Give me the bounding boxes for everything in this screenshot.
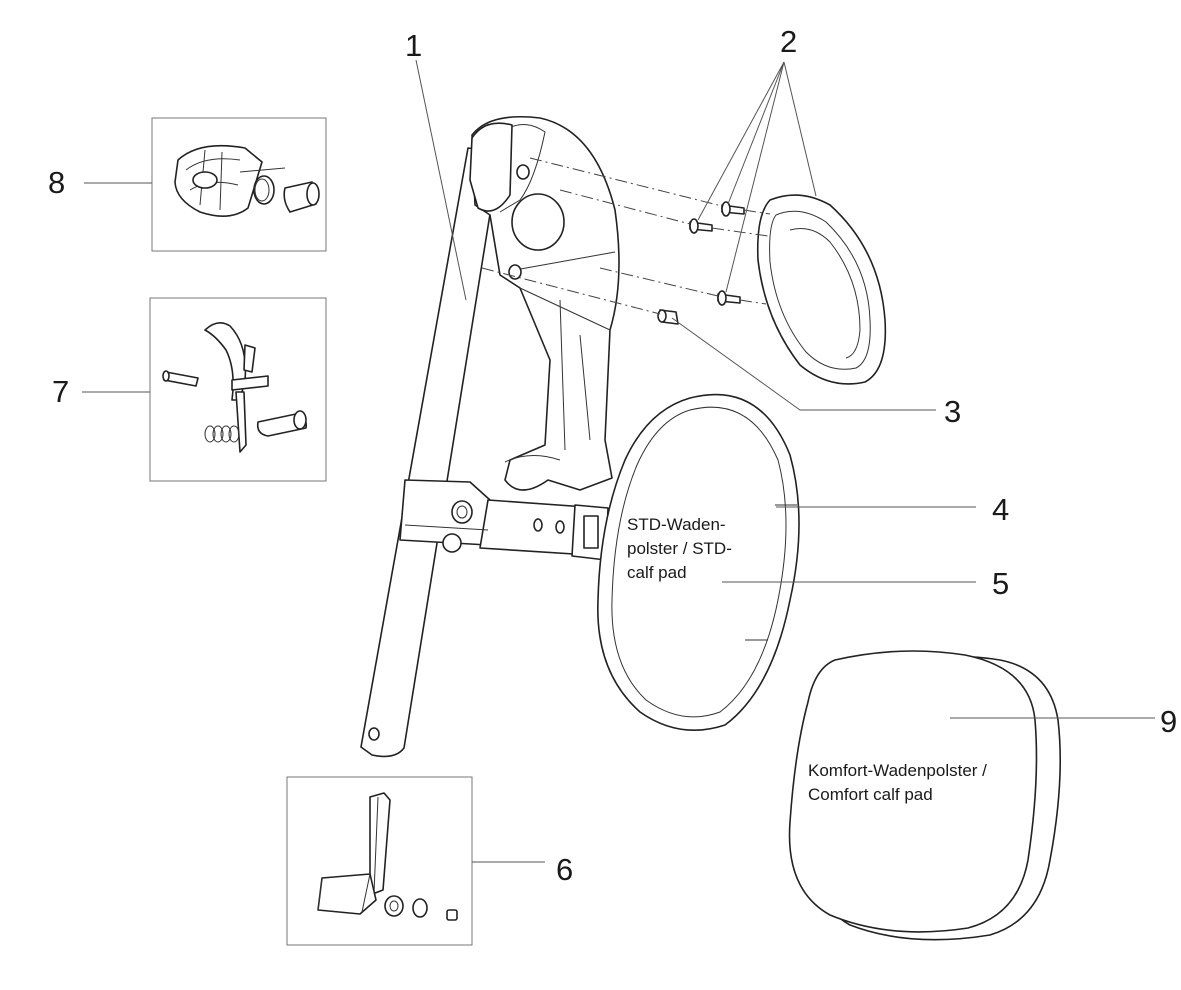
bracket-drawing	[317, 792, 458, 921]
callout-5: 5	[992, 566, 1009, 601]
callout-3: 3	[944, 394, 961, 429]
std-pad-label-line1: STD-Waden-	[627, 515, 726, 534]
callout-6: 6	[556, 852, 573, 887]
leader-lines	[82, 59, 1155, 863]
std-pad-label-line2: polster / STD-	[627, 539, 732, 558]
pin-bottom	[717, 290, 741, 306]
inset-part-6	[286, 776, 473, 946]
pin-middle	[689, 218, 713, 234]
callout-2: 2	[780, 24, 797, 59]
knee-housing	[469, 115, 620, 491]
std-pad-label: STD-Waden- polster / STD- calf pad	[627, 515, 732, 582]
assembly-lines	[481, 157, 771, 315]
std-calf-pad	[597, 393, 800, 731]
callout-4: 4	[992, 492, 1009, 527]
comfort-calf-pad	[788, 650, 1062, 941]
support-tube	[360, 147, 501, 758]
callout-7: 7	[52, 374, 69, 409]
comfort-pad-label-line1: Komfort-Wadenpolster /	[808, 761, 987, 780]
knee-cap	[756, 194, 887, 385]
clamp-band	[399, 479, 609, 561]
callout-9: 9	[1160, 704, 1177, 739]
bushing-part-3	[657, 309, 679, 325]
comfort-pad-label: Komfort-Wadenpolster / Comfort calf pad	[808, 761, 987, 804]
inset-part-7	[149, 297, 327, 482]
inset-part-8	[151, 117, 327, 252]
pin-top	[721, 201, 745, 217]
comfort-pad-label-line2: Comfort calf pad	[808, 785, 933, 804]
lever-assembly-drawing	[162, 322, 308, 453]
bolt-pins	[657, 201, 745, 325]
callout-8: 8	[48, 165, 65, 200]
actuator-housing-drawing	[174, 144, 320, 217]
spring-drawing	[204, 425, 240, 443]
callout-1: 1	[405, 28, 422, 63]
callout-numbers: 1 2 3 4 5 6 7 8 9	[48, 24, 1177, 887]
std-pad-label-line3: calf pad	[627, 563, 687, 582]
